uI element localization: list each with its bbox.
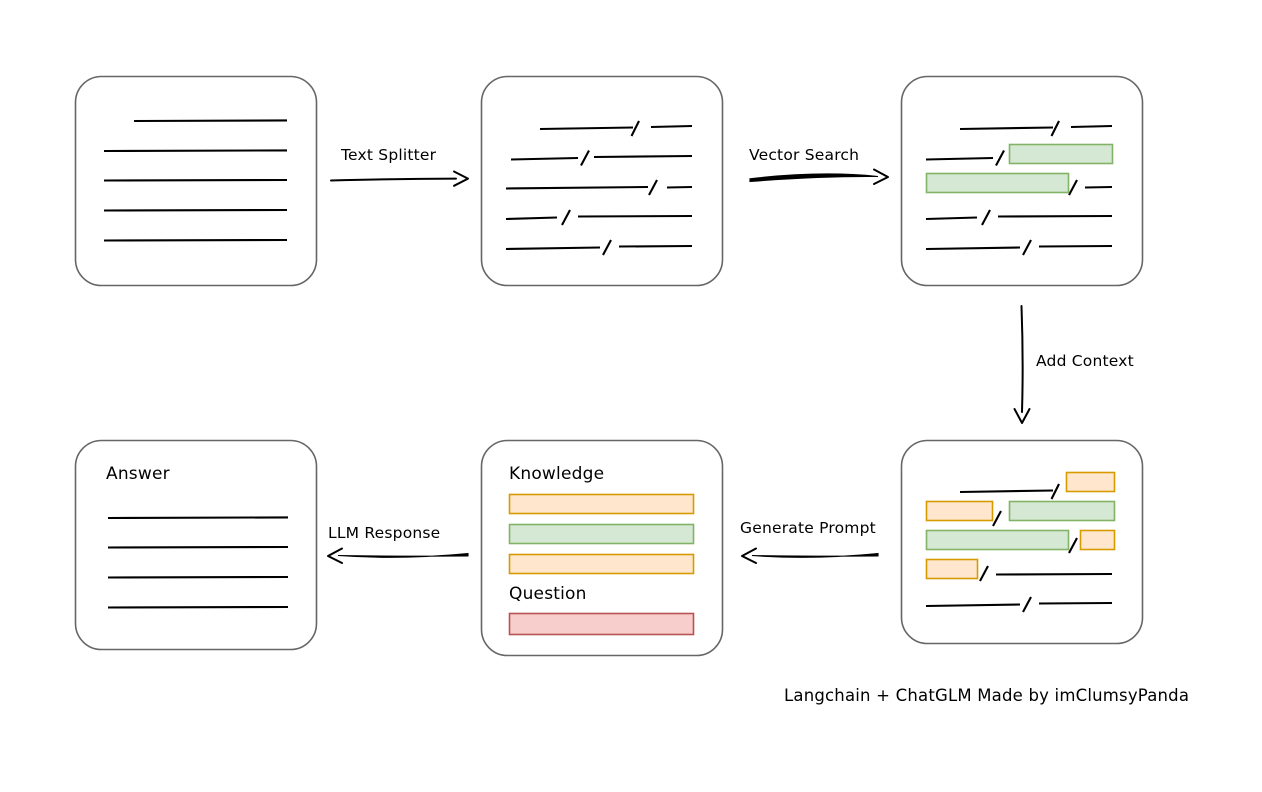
green-context-bar — [925, 529, 1070, 551]
vector-search-arrowhead — [873, 168, 889, 185]
yellow-context-bar — [925, 558, 979, 580]
edge-add-context[interactable] — [1013, 305, 1031, 424]
answer-title: Answer — [106, 464, 170, 484]
yellow-context-bar — [925, 500, 994, 522]
knowledge-bar-green — [508, 523, 695, 545]
green-context-bar — [1008, 500, 1116, 522]
diagram-credit: Langchain + ChatGLM Made by imClumsyPand… — [784, 686, 1190, 705]
node-matched-chunks[interactable] — [900, 75, 1144, 287]
matched-chunks-lines — [925, 120, 1113, 256]
edge-generate-prompt[interactable] — [741, 547, 879, 564]
node-answer[interactable] — [74, 439, 318, 651]
vector-search-shaft — [749, 173, 879, 183]
llm-response-arrowhead — [327, 547, 343, 564]
node-split-chunks[interactable] — [480, 75, 724, 287]
edge-label-llm-response: LLM Response — [328, 524, 441, 542]
text-splitter-arrowhead — [453, 170, 469, 187]
edge-label-generate-prompt: Generate Prompt — [740, 519, 876, 537]
edge-llm-response[interactable] — [327, 547, 469, 564]
edge-vector-search[interactable] — [749, 168, 889, 185]
edge-label-text-splitter: Text Splitter — [341, 146, 437, 164]
green-chunk-bar — [925, 172, 1070, 194]
node-prompt[interactable] — [480, 439, 724, 657]
yellow-context-bar — [1065, 471, 1116, 493]
llm-response-shaft — [337, 552, 469, 558]
split-chunks-lines — [505, 120, 693, 256]
green-chunk-bar — [1008, 143, 1114, 165]
split-chunks-frame — [480, 75, 724, 287]
generate-prompt-shaft — [751, 552, 879, 558]
prompt-bars — [508, 493, 695, 636]
answer-frame — [74, 439, 318, 651]
source-document-lines — [103, 119, 288, 242]
question-bar-red — [508, 612, 695, 636]
yellow-context-bar — [1079, 529, 1116, 551]
question-title: Question — [509, 584, 587, 604]
add-context-shaft — [1020, 305, 1024, 413]
matched-chunks-highlights — [925, 143, 1114, 194]
text-splitter-shaft — [330, 177, 457, 182]
edge-text-splitter[interactable] — [330, 170, 469, 187]
edge-label-vector-search: Vector Search — [749, 146, 860, 164]
context-chunks-highlights — [925, 471, 1116, 580]
edge-label-add-context: Add Context — [1036, 352, 1134, 370]
generate-prompt-arrowhead — [741, 547, 757, 564]
node-source-document[interactable] — [74, 75, 318, 287]
answer-lines — [107, 516, 289, 609]
add-context-arrowhead — [1013, 408, 1031, 424]
node-context-chunks[interactable] — [900, 439, 1144, 645]
knowledge-bar-yellow — [508, 493, 695, 515]
knowledge-title: Knowledge — [509, 464, 605, 484]
knowledge-bar-yellow — [508, 553, 695, 575]
context-chunks-lines — [925, 483, 1113, 613]
